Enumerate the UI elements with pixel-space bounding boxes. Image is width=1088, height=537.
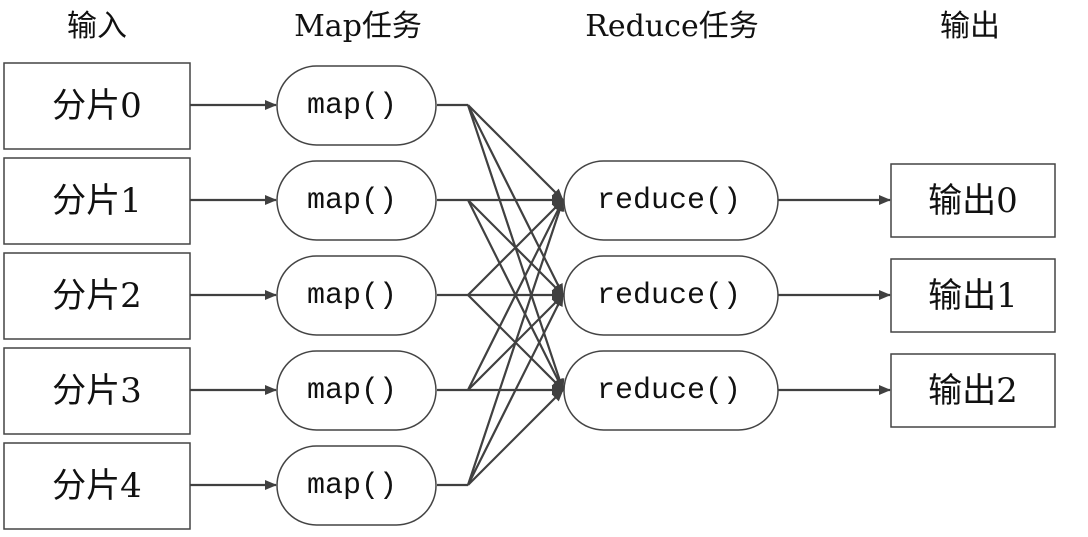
input-to-map-edges <box>190 100 277 490</box>
output-column-header: 输出 <box>940 9 1000 44</box>
map-tasks: map() map() map() map() map() <box>276 65 437 526</box>
edge-map0-reduce0 <box>467 104 564 201</box>
input-split-label: 分片0 <box>52 86 142 126</box>
reduce-tasks: reduce() reduce() reduce() <box>563 160 779 431</box>
map-task-node <box>276 445 437 526</box>
map-task-node <box>276 350 437 431</box>
edge-map3-reduce0 <box>467 199 564 391</box>
input-splits: 分片0 分片1 分片2 分片3 分片4 <box>3 62 191 530</box>
map-task-label: map() <box>307 374 397 408</box>
reduce-task-label: reduce() <box>597 184 741 218</box>
outputs: 输出0 输出1 输出2 <box>890 163 1056 428</box>
map-task-node <box>276 65 437 146</box>
input-split-box <box>3 62 191 150</box>
edge-map2-reduce0 <box>467 199 564 296</box>
input-split-label: 分片3 <box>52 371 142 411</box>
reduce-to-output-edges <box>778 195 891 395</box>
output-box <box>890 353 1056 428</box>
input-split-box <box>3 252 191 340</box>
reduce-task-label: reduce() <box>597 279 741 313</box>
input-column-header: 输入 <box>67 9 127 44</box>
map-task-label: map() <box>307 184 397 218</box>
output-label: 输出0 <box>928 181 1018 221</box>
reduce-task-label: reduce() <box>597 374 741 408</box>
input-split-label: 分片4 <box>52 466 142 506</box>
output-label: 输出1 <box>928 276 1018 316</box>
map-task-label: map() <box>307 279 397 313</box>
output-box <box>890 258 1056 333</box>
edge-map4-reduce2 <box>467 389 564 486</box>
input-split-label: 分片2 <box>52 276 142 316</box>
edge-map4-reduce1 <box>467 294 564 486</box>
input-split-box <box>3 157 191 245</box>
edge-map4-reduce0 <box>466 199 565 486</box>
map-task-node <box>276 160 437 241</box>
map-task-node <box>276 255 437 336</box>
shuffle-edges <box>437 103 565 487</box>
map-task-label: map() <box>307 469 397 503</box>
reduce-column-header: Reduce任务 <box>585 9 758 44</box>
input-split-label: 分片1 <box>52 181 142 221</box>
output-box <box>890 163 1056 238</box>
map-column-header: Map任务 <box>294 9 422 44</box>
map-task-label: map() <box>307 89 397 123</box>
output-label: 输出2 <box>928 371 1018 411</box>
